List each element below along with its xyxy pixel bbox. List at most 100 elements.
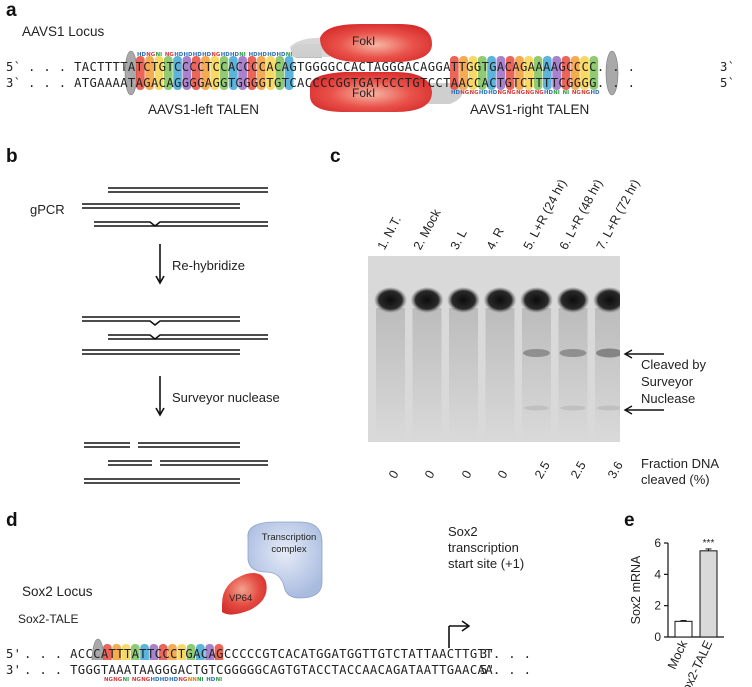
left-repeat-3	[154, 56, 164, 90]
tss-arrow	[448, 620, 470, 648]
right-rvd-12: NI	[553, 90, 560, 96]
main-band-2	[410, 287, 444, 313]
sox2-repeat-6	[149, 644, 159, 660]
panel-label-b: b	[6, 146, 18, 167]
sox2-tale-label-visible: Sox2-TALE	[18, 612, 79, 626]
right-talen-repeats	[450, 56, 599, 90]
sox2-rvd-11: NI	[197, 677, 204, 683]
left-repeat-12	[238, 56, 247, 90]
left-repeat-2	[145, 56, 154, 90]
vp64-domain	[222, 573, 267, 615]
sox2-rvd-7: HD	[159, 677, 169, 683]
sox2-rvd-6: HD	[150, 677, 160, 683]
left-rvd-13: HD	[248, 52, 258, 58]
sox2-repeat-10	[186, 644, 196, 660]
sox2-repeat-12	[205, 644, 214, 660]
lane-smear-4	[485, 308, 515, 440]
sox2-rvd-9: NG	[178, 677, 188, 683]
aavs1-bot-prefix: 3`	[6, 76, 22, 90]
sox2-repeat-11	[196, 644, 205, 660]
tss-label: Sox2 transcription start site (+1)	[448, 524, 524, 572]
left-repeat-1	[136, 56, 145, 90]
left-talen-repeats	[136, 56, 294, 90]
tss-line3: start site (+1)	[448, 556, 525, 571]
left-rvd-3: NI	[155, 52, 163, 58]
sox2-top-prefix: 5'	[6, 647, 22, 661]
cleaved-line3: Nuclease	[641, 391, 696, 406]
sox2-tale-repeats	[103, 644, 224, 660]
left-rvd-17: NI	[285, 52, 293, 58]
cleaved-band-upper-6	[559, 349, 587, 357]
right-rvd-6: NG	[497, 90, 507, 96]
cleaved-band-upper-7	[596, 348, 620, 358]
left-repeat-17	[284, 56, 294, 90]
right-repeat-15	[580, 56, 589, 90]
left-rvd-14: HD	[257, 52, 267, 58]
sox2-rvd-8: HD	[169, 677, 179, 683]
fraction-label-line1: Fraction DNA	[641, 456, 720, 471]
significance-marker: ***	[703, 538, 715, 549]
left-rvd-8: HD	[202, 52, 212, 58]
aavs1-top-strand: . . . TACTTTTATCTGTCCCCTCCACCCCACAGTGGGG…	[28, 60, 636, 74]
sox2-rvd-10: NN	[187, 677, 197, 683]
sox2-rvd-3: NI	[122, 677, 130, 683]
left-repeat-5	[173, 56, 182, 90]
right-talen-label: AAVS1-right TALEN	[470, 102, 590, 117]
right-repeat-11	[543, 56, 552, 90]
lane-label-3: 3. L	[447, 227, 470, 252]
cleavage-arrows	[623, 349, 664, 415]
lane-label-2: 2. Mock	[410, 206, 444, 252]
fraction-value-4: 0	[495, 467, 511, 481]
foki-bottom-domain	[310, 72, 432, 112]
left-rvd-12: NI	[239, 52, 246, 58]
lane-smear-2	[412, 308, 442, 440]
main-band-1	[374, 287, 407, 313]
cleaved-band-lower-5	[524, 405, 549, 411]
fraction-label-line2: cleaved (%)	[641, 472, 710, 487]
right-repeat-4	[477, 56, 487, 90]
sox2-repeat-9	[177, 644, 187, 660]
lane-smear-3	[449, 308, 478, 440]
lane-label-1: 1. N.T.	[374, 213, 404, 252]
gel-image	[368, 256, 620, 442]
right-rvd-13: NI	[562, 90, 570, 96]
left-rvd-16: HD	[276, 52, 286, 58]
y-tick-label-6: 6	[654, 536, 661, 550]
main-band-3	[447, 287, 480, 313]
cleaved-band-lower-7	[597, 405, 620, 411]
right-rvd-5: HD	[488, 90, 498, 96]
sox2-tale-cap	[91, 638, 105, 660]
sox2-repeat-1	[103, 644, 112, 660]
right-rvd-3: NG	[469, 90, 479, 96]
sox2-rvd-5: NG	[141, 677, 151, 683]
right-repeat-10	[533, 56, 543, 90]
right-rvd-9: NG	[525, 90, 535, 96]
left-repeat-11	[229, 56, 238, 90]
left-rvd-6: HD	[183, 52, 193, 58]
sox2-top-suffix: 3'	[480, 647, 496, 661]
sox2-repeat-13	[214, 644, 224, 660]
vp64-label: VP64	[229, 593, 253, 604]
left-rvd-2: NG	[146, 52, 156, 58]
sox2-rvd-12: HD	[206, 677, 216, 683]
main-band-6	[556, 287, 590, 313]
right-repeat-8	[515, 56, 524, 90]
aavs1-bot-suffix: 5`	[720, 76, 736, 90]
left-rvd-11: HD	[230, 52, 239, 58]
left-repeat-9	[210, 56, 220, 90]
right-repeat-12	[552, 56, 561, 90]
tss-line1: Sox2	[448, 524, 478, 539]
lane-label-4: 4. R	[483, 225, 507, 252]
left-repeat-7	[191, 56, 201, 90]
aavs1-locus-title: AAVS1 Locus	[22, 24, 105, 39]
cleaved-line2: Surveyor	[641, 374, 694, 389]
foki-top-label: FokI	[352, 34, 376, 48]
cleaved-line1: Cleaved by	[641, 357, 707, 372]
sox2-repeat-3	[121, 644, 131, 660]
right-rvd-4: HD	[478, 90, 488, 96]
complex-line2: complex	[271, 544, 307, 555]
rehybridize-label: Re-hybridize	[172, 258, 245, 273]
right-repeat-13	[561, 56, 571, 90]
